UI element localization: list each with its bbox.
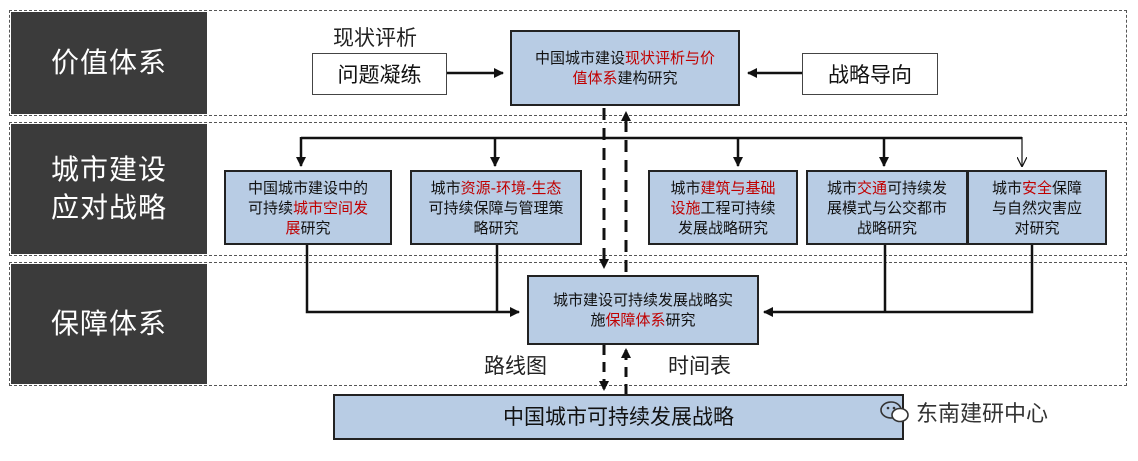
b4-text-e: 战略研究 [856,218,917,237]
wechat-icon [880,401,909,423]
value-system-text-a: 中国城市建设 [534,49,625,67]
b5-text-e: 对研究 [1014,218,1060,237]
support-section-label: 保障体系 [11,264,207,384]
value-system-text-d: 建构研究 [617,69,678,87]
transport-text: 城市交通可持续发 展模式与公交都市 战略研究 [827,178,947,238]
b4-text-d: 展模式与公交都市 [826,198,947,217]
b5-text-a: 城市 [991,178,1022,197]
b1-text-a: 中国城市建设中的 [247,178,368,197]
b4-text-b: 交通 [856,178,887,197]
b2-text-b: 资源-环境-生态 [460,178,562,197]
b3-text-d: 工程可持续 [700,198,776,217]
direction-box: 战略导向 [802,53,938,95]
value-band [9,10,1127,116]
impl-text-b: 施 [590,311,606,329]
watermark: 东南建研中心 [880,396,1048,428]
strategy-section-line2: 应对战略 [50,191,167,224]
spatial-development-text: 中国城市建设中的 可持续城市空间发 展研究 [248,178,368,238]
support-section-text: 保障体系 [50,307,167,340]
timetable-label: 时间表 [668,354,731,378]
support-band [9,262,1127,386]
infrastructure-box: 城市建筑与基础 设施工程可持续 发展战略研究 [648,170,798,245]
problem-box: 问题凝练 [312,53,447,95]
resource-environment-text: 城市资源-环境-生态 可持续保障与管理策 略研究 [428,178,563,238]
value-system-box: 中国城市建设现状评析与价 值体系建构研究 [510,30,740,106]
b3-text-b: 建筑与基础 [700,178,776,197]
b1-text-c: 城市空间发 [293,198,369,217]
b2-text-a: 城市 [430,178,461,197]
strategy-section-line1: 城市建设 [50,153,167,186]
resource-environment-box: 城市资源-环境-生态 可持续保障与管理策 略研究 [410,170,582,245]
implementation-box: 城市建设可持续发展战略实 施保障体系研究 [527,275,759,345]
b2-text-d: 略研究 [473,218,519,237]
direction-text: 战略导向 [828,63,912,87]
watermark-text: 东南建研中心 [916,402,1049,427]
b3-text-e: 发展战略研究 [677,218,768,237]
b4-text-c: 可持续发 [887,178,948,197]
safety-box: 城市安全保障 与自然灾害应 对研究 [967,170,1107,245]
implementation-text: 城市建设可持续发展战略实 施保障体系研究 [553,290,733,330]
b5-text-c: 保障 [1052,178,1083,197]
feed-arrow-right [763,245,1034,317]
b4-text-a: 城市 [826,178,857,197]
spatial-development-box: 中国城市建设中的 可持续城市空间发 展研究 [224,170,392,245]
impl-text-a: 城市建设可持续发展战略实 [552,291,733,309]
feed-arrow-left [305,245,520,317]
impl-text-c: 保障体系 [605,311,666,329]
b3-text-a: 城市 [670,178,701,197]
value-system-text-c: 值体系 [572,69,618,87]
value-system-text: 中国城市建设现状评析与价 值体系建构研究 [535,48,715,88]
status-analysis-label: 现状评析 [333,26,417,50]
roadmap-label: 路线图 [484,354,547,378]
b1-text-d: 展 [285,218,301,237]
final-strategy-text: 中国城市可持续发展战略 [503,405,734,429]
b1-text-b: 可持续 [247,198,293,217]
b1-text-e: 研究 [300,218,331,237]
infrastructure-text: 城市建筑与基础 设施工程可持续 发展战略研究 [670,178,775,238]
impl-text-d: 研究 [665,311,696,329]
transport-box: 城市交通可持续发 展模式与公交都市 战略研究 [806,170,968,245]
b2-text-c: 可持续保障与管理策 [428,198,564,217]
safety-text: 城市安全保障 与自然灾害应 对研究 [992,178,1082,238]
b5-text-b: 安全 [1021,178,1052,197]
value-section-text: 价值体系 [50,46,167,79]
b3-text-c: 设施 [670,198,701,217]
value-section-label: 价值体系 [11,12,207,114]
problem-text: 问题凝练 [337,63,422,87]
b5-text-d: 与自然灾害应 [991,198,1082,217]
final-strategy-box: 中国城市可持续发展战略 [333,394,904,440]
value-system-text-b: 现状评析与价 [625,49,716,67]
strategy-band [9,122,1127,256]
strategy-section-label: 城市建设 应对战略 [11,124,207,254]
